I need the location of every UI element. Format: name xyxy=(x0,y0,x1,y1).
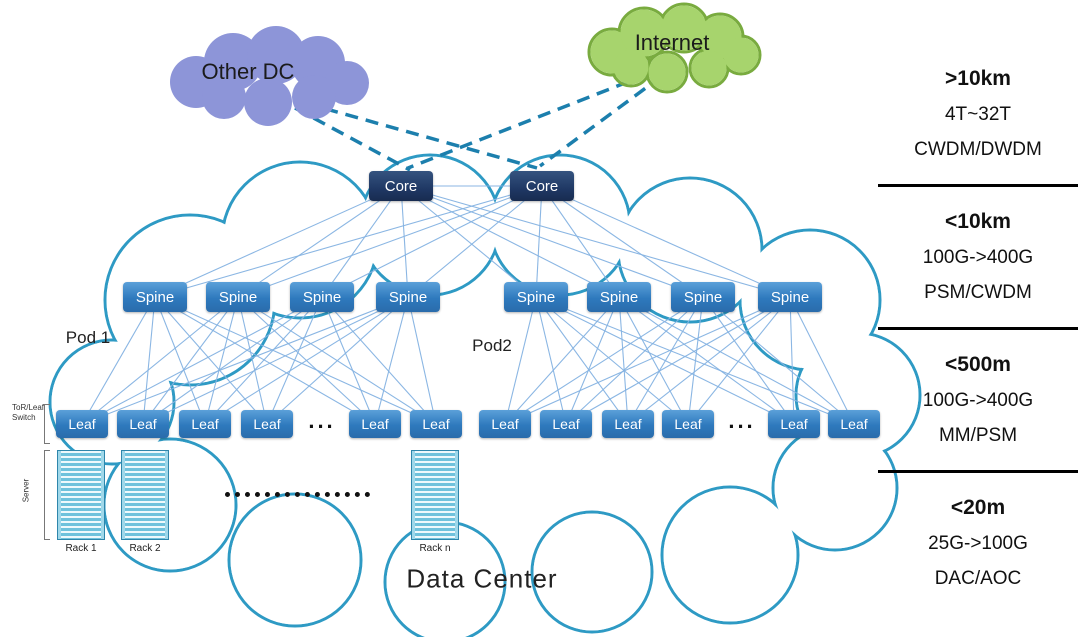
rack-n-graphic xyxy=(411,450,459,540)
rack-ellipsis-dotted-line xyxy=(225,492,370,497)
topology-links xyxy=(81,185,855,425)
legend-distance: <10km xyxy=(945,210,1011,233)
leaf-ellipsis-pod1: ... xyxy=(308,408,336,433)
legend-distance: >10km xyxy=(945,67,1011,90)
rack-n-label: Rack n xyxy=(419,543,451,554)
leaf-node-3: Leaf xyxy=(179,410,231,438)
spine-node-3: Spine xyxy=(290,282,354,312)
legend-tech: PSM/CWDM xyxy=(924,282,1032,303)
other-dc-label: Other DC xyxy=(201,59,295,84)
legend-capacity: 100G->400G xyxy=(922,247,1034,268)
spine-node-5: Spine xyxy=(504,282,568,312)
spine-node-6: Spine xyxy=(587,282,651,312)
core-node-1: Core xyxy=(369,171,433,201)
legend-distance: <500m xyxy=(945,353,1011,376)
pod1-label: Pod 1 xyxy=(65,328,111,347)
data-center-label: Data Center xyxy=(406,563,558,594)
leaf-node-5: Leaf xyxy=(349,410,401,438)
spine-node-7: Spine xyxy=(671,282,735,312)
external-clouds xyxy=(170,2,762,126)
leaf-node-2: Leaf xyxy=(117,410,169,438)
legend-capacity: 25G->100G xyxy=(928,533,1028,554)
leaf-node-8: Leaf xyxy=(540,410,592,438)
legend-panel: >10km 4T~32T CWDM/DWDM <10km 100G->400G … xyxy=(878,44,1078,613)
rack-2-graphic xyxy=(121,450,169,540)
leaf-node-7: Leaf xyxy=(479,410,531,438)
legend-capacity: 4T~32T xyxy=(944,104,1011,125)
leaf-node-12: Leaf xyxy=(828,410,880,438)
legend-group-10km-minus: <10km 100G->400G PSM/CWDM xyxy=(878,187,1078,327)
legend-tech: DAC/AOC xyxy=(934,568,1022,589)
spine-node-1: Spine xyxy=(123,282,187,312)
leaf-node-11: Leaf xyxy=(768,410,820,438)
leaf-ellipsis-pod2: ... xyxy=(728,408,756,433)
legend-divider xyxy=(878,184,1078,187)
tor-leaf-switch-label: ToR/Leaf Switch xyxy=(12,403,45,422)
legend-capacity: 100G->400G xyxy=(922,390,1034,411)
rack-1-label: Rack 1 xyxy=(65,543,97,554)
legend-divider xyxy=(878,470,1078,473)
legend-group-10km-plus: >10km 4T~32T CWDM/DWDM xyxy=(878,44,1078,184)
pod2-label: Pod2 xyxy=(472,336,512,355)
server-bracket xyxy=(44,450,50,540)
spine-node-8: Spine xyxy=(758,282,822,312)
rack-1-graphic xyxy=(57,450,105,540)
legend-tech: MM/PSM xyxy=(938,425,1018,446)
leaf-node-1: Leaf xyxy=(56,410,108,438)
leaf-node-10: Leaf xyxy=(662,410,714,438)
legend-distance: <20m xyxy=(950,496,1006,519)
legend-tech: CWDM/DWDM xyxy=(914,139,1042,160)
leaf-node-4: Leaf xyxy=(241,410,293,438)
core-node-2: Core xyxy=(510,171,574,201)
internet-label: Internet xyxy=(634,30,710,55)
spine-node-4: Spine xyxy=(376,282,440,312)
legend-group-500m: <500m 100G->400G MM/PSM xyxy=(878,330,1078,470)
leaf-node-6: Leaf xyxy=(410,410,462,438)
rack-2-label: Rack 2 xyxy=(129,543,161,554)
spine-node-2: Spine xyxy=(206,282,270,312)
legend-divider xyxy=(878,327,1078,330)
server-label: Server xyxy=(21,478,31,503)
legend-group-20m: <20m 25G->100G DAC/AOC xyxy=(878,473,1078,613)
leaf-node-9: Leaf xyxy=(602,410,654,438)
tor-bracket xyxy=(44,404,50,444)
